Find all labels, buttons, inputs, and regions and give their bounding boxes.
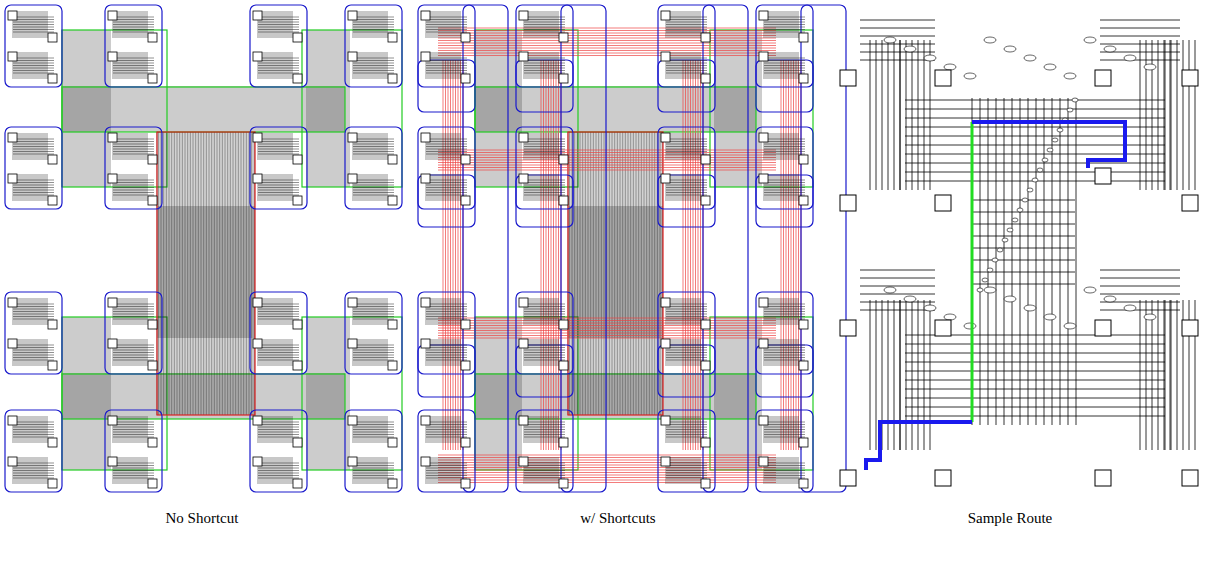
- panel-caption: w/ Shortcuts: [578, 510, 657, 527]
- panel-caption: Sample Route: [966, 510, 1055, 527]
- fabric-panel: [5, 5, 402, 492]
- sample-route: [840, 20, 1198, 486]
- fabric-panel: [418, 5, 846, 492]
- panel-caption: No Shortcut: [164, 510, 241, 527]
